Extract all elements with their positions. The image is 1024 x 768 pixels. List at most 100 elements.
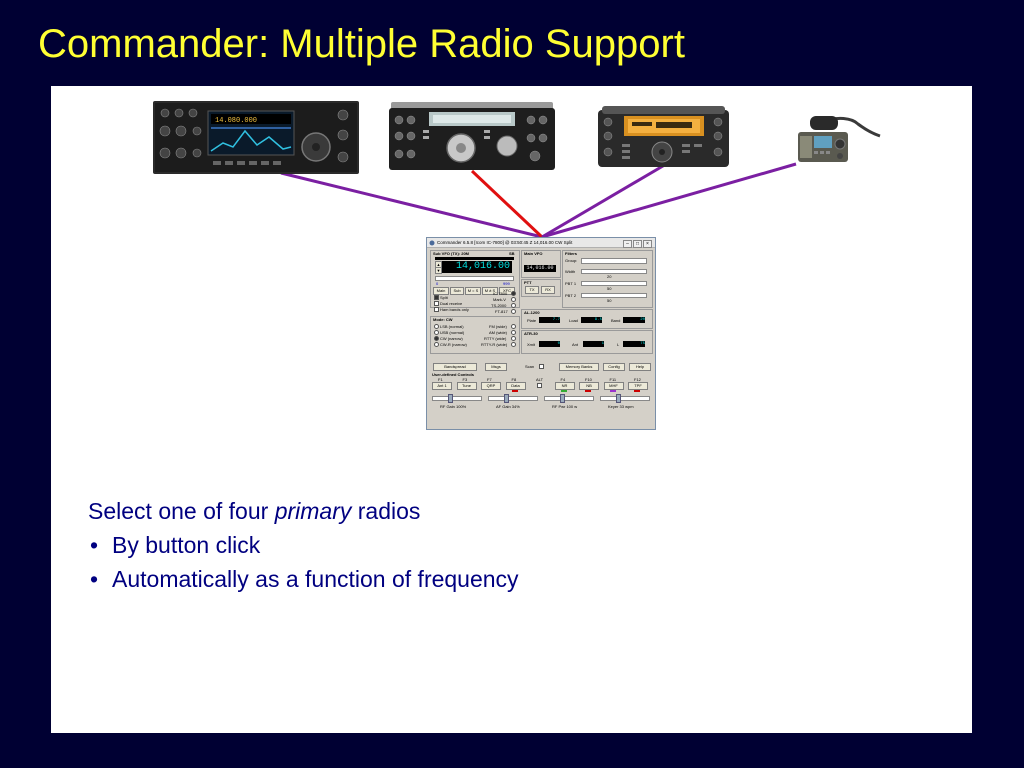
slider-label: RF Gain 100% — [440, 404, 467, 409]
intro-line: Select one of four primary radios — [88, 494, 519, 528]
sub-vfo-down-button[interactable]: ▼ — [435, 267, 442, 274]
maximize-icon[interactable]: □ — [633, 240, 642, 248]
sub-vfo-frequency[interactable]: 14,016.00 — [442, 261, 512, 273]
main-vfo-frequency[interactable]: 14,016.00 — [524, 265, 556, 272]
udc-status-led — [609, 390, 616, 392]
sub-vfo-group — [430, 250, 520, 308]
mode-cwr-label: CW-R (narrow) — [440, 342, 467, 347]
mode-cw-option[interactable] — [434, 336, 439, 341]
m-not-equals-s-button[interactable]: M ≠ S — [482, 287, 498, 295]
main-button[interactable]: Main — [433, 287, 449, 295]
control-slider[interactable] — [488, 396, 538, 401]
mode-lsb-label: LSB (normal) — [440, 324, 464, 329]
plate-label: Plate — [527, 318, 537, 323]
al1200-label: AL-1200 — [524, 310, 540, 315]
udc-button-tune[interactable]: Tune — [456, 382, 477, 390]
radio-1-display: 14.080.000 — [215, 117, 257, 125]
commander-window: Commander 6.5.8 [Icom IC-7800] @ 03:50:4… — [426, 237, 656, 430]
radio-3-image[interactable] — [598, 106, 729, 169]
bullet-icon: • — [90, 566, 99, 592]
slider-thumb[interactable] — [560, 394, 565, 403]
slider-thumb[interactable] — [504, 394, 509, 403]
filter-width-slider[interactable] — [581, 269, 647, 274]
rx-button[interactable]: RX — [541, 286, 555, 294]
udc-button-nr[interactable]: NR — [554, 382, 575, 390]
close-icon[interactable]: × — [643, 240, 652, 248]
atr30-group — [521, 330, 653, 354]
plate-meter: 7.7 — [539, 317, 560, 323]
slider-thumb[interactable] — [448, 394, 453, 403]
ham-bands-label: Ham bands only — [440, 307, 469, 312]
mode-fm-option[interactable] — [511, 324, 516, 329]
help-button[interactable]: Help — [629, 363, 651, 371]
bandspread-button[interactable]: Bandspread — [433, 363, 477, 371]
udc-status-led — [634, 390, 640, 392]
slider-thumb[interactable] — [616, 394, 621, 403]
filter-pbt1-label: PBT 1 — [565, 281, 577, 286]
mode-cw-label: CW (narrow) — [440, 336, 463, 341]
l-label: L — [617, 342, 620, 347]
control-slider[interactable] — [544, 396, 594, 401]
radio-4-image[interactable] — [796, 116, 881, 164]
udc-button-ant-1[interactable]: Ant 1 — [432, 382, 452, 390]
band-meter: 20 — [623, 317, 645, 323]
sub-vfo-scale-max: 999 — [503, 281, 510, 286]
split-label: Split — [440, 295, 448, 300]
dual-receive-checkbox[interactable] — [434, 301, 439, 306]
mode-group — [430, 316, 520, 354]
intro-text-after: radios — [351, 498, 421, 524]
radio-1-image[interactable]: 14.080.000 — [153, 101, 359, 174]
config-button[interactable]: Config — [603, 363, 625, 371]
xmit-label: Xmit — [527, 342, 535, 347]
sub-vfo-scale-min: 0 — [436, 281, 439, 286]
sub-vfo-tuning-slider[interactable] — [435, 276, 514, 281]
udc-fkey-label: F7 — [487, 377, 492, 382]
mode-rttyr-label: RTTY-R (wide) — [481, 342, 508, 347]
ptt-group — [521, 279, 561, 297]
mode-rttyr-option[interactable] — [511, 342, 516, 347]
udc-fkey-label: F11 — [609, 377, 617, 382]
filters-group — [562, 250, 653, 308]
mode-fm-label: FM (wide) — [489, 324, 507, 329]
udc-button-tpf[interactable]: TPF — [628, 382, 648, 390]
filters-label: Filters — [565, 251, 578, 256]
xmit-meter: 0 — [539, 341, 560, 347]
mode-lsb-option[interactable] — [434, 324, 439, 329]
filter-group-select[interactable] — [581, 258, 647, 264]
filter-pbt1-slider[interactable] — [581, 281, 647, 286]
udc-button-qrp[interactable]: QRP — [481, 382, 501, 390]
wire-radio-2 — [470, 169, 544, 239]
radio-ts2000-option[interactable] — [511, 303, 516, 308]
mode-usb-option[interactable] — [434, 330, 439, 335]
tx-button[interactable]: TX — [525, 286, 539, 294]
mode-am-option[interactable] — [511, 330, 516, 335]
udc-alt-checkbox[interactable] — [537, 383, 542, 388]
radio-2-image[interactable] — [389, 102, 555, 172]
mode-cwr-option[interactable] — [434, 342, 439, 347]
filter-pbt2-slider[interactable] — [581, 293, 647, 298]
radio-ic7800-option[interactable] — [511, 291, 516, 296]
ham-bands-checkbox[interactable] — [434, 307, 439, 312]
udc-button-nb[interactable]: NB — [579, 382, 599, 390]
msgs-button[interactable]: Msgs — [485, 363, 507, 371]
wire-radio-4 — [541, 162, 797, 239]
radio-markv-option[interactable] — [511, 297, 516, 302]
window-titlebar: Commander 6.5.8 [Icom IC-7800] @ 03:50:4… — [427, 238, 655, 248]
m-equals-s-button[interactable]: M = S — [465, 287, 481, 295]
minimize-icon[interactable]: – — [623, 240, 632, 248]
slider-label: RF Pwr 100 w — [552, 404, 578, 409]
radio-ft817-option[interactable] — [511, 309, 516, 314]
app-icon — [429, 240, 435, 246]
scan-checkbox[interactable] — [539, 364, 544, 369]
sub-button[interactable]: Sub — [450, 287, 464, 295]
bullet-item-2: •Automatically as a function of frequenc… — [88, 562, 519, 596]
udc-button-mhf[interactable]: MHF — [603, 382, 624, 390]
memory-banks-button[interactable]: Memory Banks — [559, 363, 599, 371]
mode-rtty-option[interactable] — [511, 336, 516, 341]
ptt-label: PTT — [524, 280, 532, 285]
udc-button-data[interactable]: Data — [505, 382, 526, 390]
filter-group-label: Group: — [565, 258, 578, 263]
control-slider[interactable] — [600, 396, 650, 401]
split-checkbox[interactable] — [434, 295, 439, 300]
control-slider[interactable] — [432, 396, 482, 401]
